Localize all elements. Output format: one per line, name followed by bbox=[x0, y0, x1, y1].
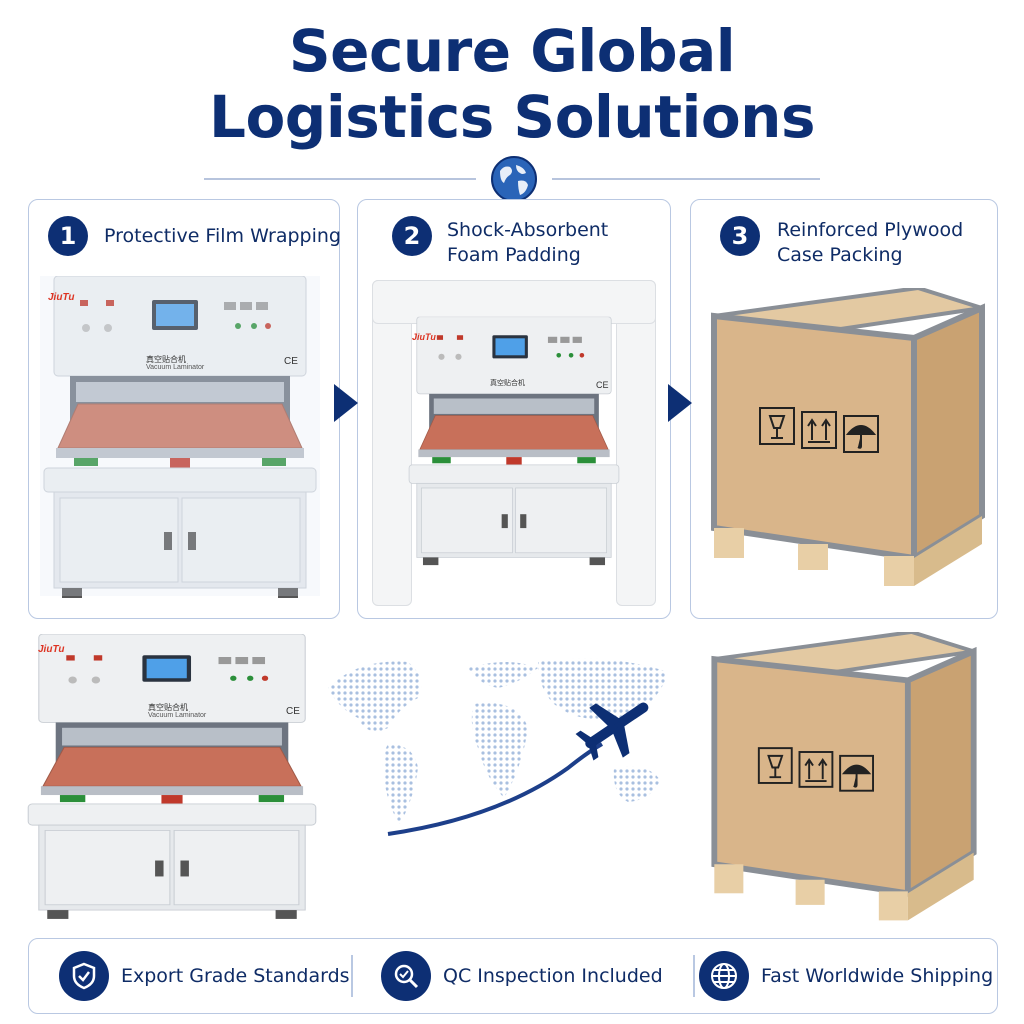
feature-export-grade: Export Grade Standards bbox=[59, 951, 350, 1001]
machine-name-en: Vacuum Laminator bbox=[146, 364, 205, 371]
brand-logo: JiuTu bbox=[38, 644, 65, 655]
continent-north-america bbox=[328, 661, 422, 732]
machine-film-wrapped: JiuTu 真空贴合机 Vacuum Laminator CE bbox=[36, 276, 324, 606]
plywood-crate-closeup bbox=[704, 632, 984, 942]
step-number-3: 3 bbox=[720, 216, 760, 256]
machine-name-cn: 真空贴合机 bbox=[146, 355, 186, 364]
foam-corner-left bbox=[372, 280, 412, 606]
feature-qc-inspection: QC Inspection Included bbox=[381, 951, 663, 1001]
feature-label: Export Grade Standards bbox=[121, 965, 350, 987]
continent-europe bbox=[468, 662, 538, 688]
feature-worldwide-shipping: Fast Worldwide Shipping bbox=[699, 951, 993, 1001]
step-2-label-line2: Foam Padding bbox=[447, 244, 581, 266]
feature-label: Fast Worldwide Shipping bbox=[761, 965, 994, 987]
machine-name-cn: 真空贴合机 bbox=[148, 703, 188, 712]
airplane-icon bbox=[575, 702, 649, 761]
ce-mark: CE bbox=[596, 380, 609, 390]
shield-check-icon bbox=[59, 951, 109, 1001]
step-2-label-line1: Shock-Absorbent bbox=[447, 219, 609, 241]
title-line-1: Secure Global bbox=[288, 17, 736, 85]
step-2-label: Shock-Absorbent Foam Padding bbox=[447, 218, 608, 268]
step-number-1: 1 bbox=[48, 216, 88, 256]
machine-name-cn: 真空贴合机 bbox=[490, 380, 525, 387]
continent-asia bbox=[538, 658, 668, 720]
feature-separator bbox=[693, 955, 695, 997]
globe-icon bbox=[491, 156, 537, 202]
brand-logo: JiuTu bbox=[412, 332, 436, 342]
ce-mark: CE bbox=[284, 356, 298, 367]
machine-unpacked: JiuTu 真空贴合机 Vacuum Laminator CE bbox=[24, 634, 320, 926]
step-3-label-line1: Reinforced Plywood bbox=[777, 219, 964, 241]
machine-foam-padded: JiuTu 真空贴合机 CE bbox=[372, 280, 656, 606]
brand-logo: JiuTu bbox=[48, 292, 75, 303]
globe-icon bbox=[699, 951, 749, 1001]
step-3-label: Reinforced Plywood Case Packing bbox=[777, 218, 963, 268]
foam-corner-right bbox=[616, 280, 656, 606]
title-line-2: Logistics Solutions bbox=[209, 83, 816, 151]
continent-africa bbox=[471, 703, 528, 798]
title-divider-right bbox=[552, 178, 820, 180]
ce-mark: CE bbox=[286, 706, 300, 717]
step-arrow-2 bbox=[668, 384, 692, 422]
title-divider-left bbox=[204, 178, 476, 180]
feature-label: QC Inspection Included bbox=[443, 965, 663, 987]
page-title: Secure Global Logistics Solutions bbox=[0, 18, 1024, 150]
feature-bar: Export Grade Standards QC Inspection Inc… bbox=[28, 938, 998, 1014]
step-3-label-line2: Case Packing bbox=[777, 244, 903, 266]
continent-south-america bbox=[382, 744, 418, 824]
continent-australia bbox=[613, 766, 660, 802]
step-number-2: 2 bbox=[392, 216, 432, 256]
plywood-crate bbox=[708, 288, 988, 598]
magnifier-check-icon bbox=[381, 951, 431, 1001]
step-1-label-line1: Protective Film Wrapping bbox=[104, 225, 341, 247]
feature-separator bbox=[351, 955, 353, 997]
step-1-label: Protective Film Wrapping bbox=[104, 224, 341, 249]
world-map-graphic bbox=[328, 658, 668, 836]
flight-path bbox=[387, 742, 603, 836]
machine-name-en: Vacuum Laminator bbox=[148, 712, 207, 719]
step-arrow-1 bbox=[334, 384, 358, 422]
